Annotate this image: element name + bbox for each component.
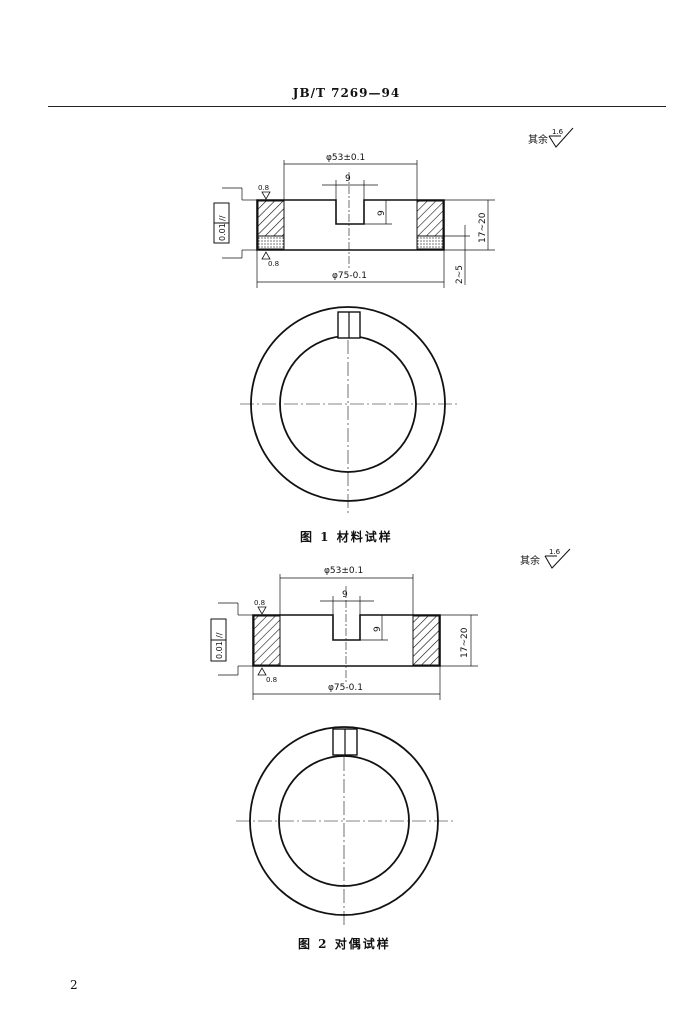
fig2-section-view: [210, 574, 478, 700]
fig2-dim-phi53: φ53±0.1: [324, 566, 363, 576]
fig1-tolerance-value: 0.01: [218, 223, 227, 241]
fig2-dim-slot-depth: 9: [373, 626, 383, 632]
fig1-roughness-bottom: 0.8: [268, 260, 279, 268]
fig1-dim-height: 17~20: [478, 212, 488, 243]
fig1-tolerance-symbol: //: [218, 215, 227, 221]
header-rule: [48, 106, 666, 107]
fig1-plan-view: [240, 306, 458, 516]
page-number: 2: [70, 978, 78, 992]
fig2-plan-view: [236, 726, 454, 926]
fig1-roughness-top: 0.8: [258, 184, 269, 192]
fig2-rest-roughness-value: 1.6: [549, 548, 561, 556]
fig2-dim-phi75: φ75-0.1: [328, 683, 363, 693]
fig2-roughness-top: 0.8: [254, 599, 265, 607]
fig2-tolerance-symbol: //: [215, 632, 224, 638]
figure-1-caption: 图 1 材料试样: [300, 530, 393, 544]
figure-2-caption: 图 2 对偶试样: [298, 937, 391, 951]
fig1-dim-slot-depth: 9: [377, 210, 387, 216]
fig1-dim-phi53: φ53±0.1: [326, 153, 365, 163]
fig1-rest-label: 其余: [528, 133, 548, 146]
fig1-dim-bottom-offset: 2~5: [455, 265, 465, 284]
fig2-dim-height: 17~20: [460, 627, 470, 658]
fig1-rest-roughness-value: 1.6: [552, 128, 564, 136]
fig2-tolerance-value: 0.01: [215, 641, 224, 659]
fig2-roughness-bottom: 0.8: [266, 676, 277, 684]
fig1-dim-phi75: φ75-0.1: [332, 271, 367, 281]
document-header: JB/T 7269—94: [292, 86, 401, 100]
fig1-dim-slot-width: 9: [345, 174, 351, 184]
fig1-rest-roughness-symbol: [548, 127, 574, 148]
fig2-rest-roughness-symbol: [544, 548, 571, 569]
fig2-dim-slot-width: 9: [342, 590, 348, 600]
fig1-section-view: [213, 160, 495, 288]
fig2-rest-label: 其余: [520, 554, 540, 567]
